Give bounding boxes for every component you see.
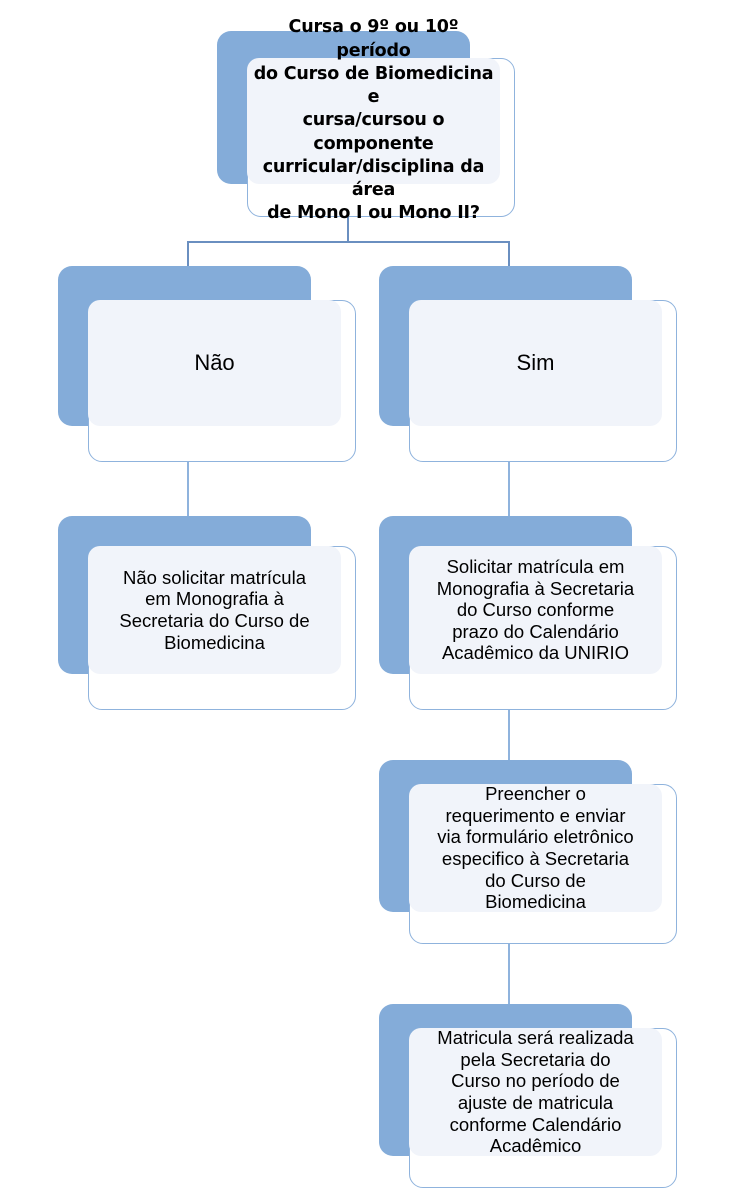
node-panel: Preencher o requerimento e enviar via fo… [409,783,662,913]
connector-solicitar-to-preencher [508,668,510,766]
node-solicitar[interactable]: Solicitar matrícula em Monografia à Secr… [379,516,677,710]
node-matricula-label: Matricula será realizada pela Secretaria… [437,1027,634,1157]
node-nao-label: Não [194,350,235,376]
node-sim-label: Sim [516,350,555,376]
connector-branch-to-sim [508,241,510,269]
node-solicitar-label: Solicitar matrícula em Monografia à Secr… [436,555,635,664]
connector-preencher-to-matricula [508,912,510,1010]
node-panel: Solicitar matrícula em Monografia à Secr… [409,546,662,674]
connector-branch-bar [187,241,510,243]
node-question[interactable]: Cursa o 9º ou 10º período do Curso de Bi… [217,17,515,223]
node-preencher[interactable]: Preencher o requerimento e enviar via fo… [379,760,677,944]
node-nao[interactable]: Não [58,266,356,462]
connector-branch-to-nao [187,241,189,269]
connector-question-stem [347,205,349,243]
node-panel: Não [88,300,341,426]
connector-sim-to-solicitar [508,420,510,518]
node-panel: Matricula será realizada pela Secretaria… [409,1027,662,1157]
node-panel: Não solicitar matrícula em Monografia à … [88,546,341,674]
node-nao-solicitar-label: Não solicitar matrícula em Monografia à … [119,566,310,653]
node-panel: Cursa o 9º ou 10º período do Curso de Bi… [247,17,500,223]
node-nao-solicitar[interactable]: Não solicitar matrícula em Monografia à … [58,516,356,710]
connector-nao-to-nao-solicitar [187,420,189,518]
node-panel: Sim [409,300,662,426]
node-matricula[interactable]: Matricula será realizada pela Secretaria… [379,1004,677,1188]
node-sim[interactable]: Sim [379,266,677,462]
node-question-label: Cursa o 9º ou 10º período do Curso de Bi… [253,17,494,224]
node-preencher-label: Preencher o requerimento e enviar via fo… [437,783,634,913]
